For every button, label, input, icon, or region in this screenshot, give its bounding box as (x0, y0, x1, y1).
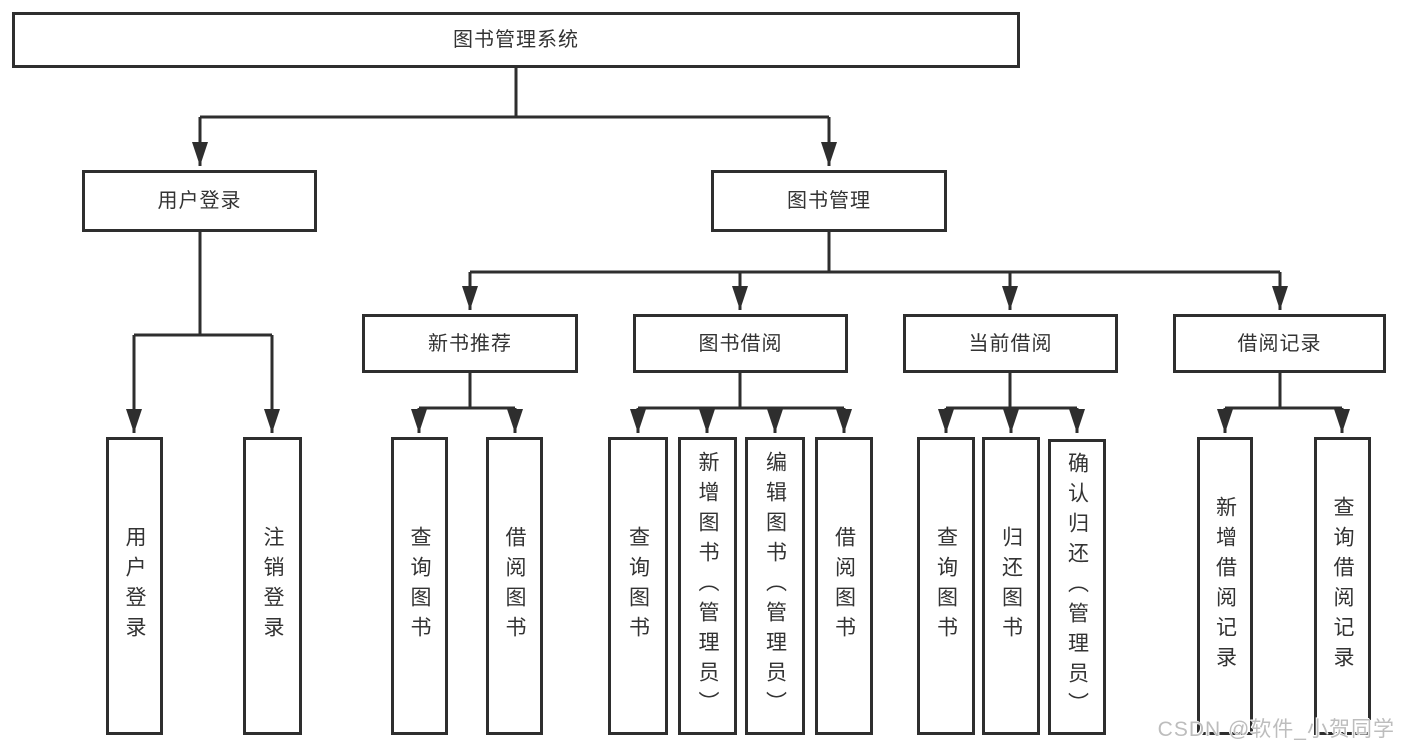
connector-book-mgmt-to-level3 (462, 232, 1288, 310)
node-leaf-add-borrow-record: 新增借阅记录 (1197, 437, 1253, 735)
node-leaf-logout: 注销登录 (243, 437, 302, 735)
connector-current-borrow-to-leaves (938, 373, 1085, 433)
connector-borrow-records-to-leaves (1217, 373, 1350, 433)
node-leaf-user-login: 用户登录 (106, 437, 163, 735)
csdn-watermark: CSDN @软件_小贺同学 (1157, 718, 1395, 741)
node-current-borrowing: 当前借阅 (903, 314, 1118, 373)
connector-book-borrow-to-leaves (630, 373, 852, 433)
node-leaf-add-book-admin: 新增图书（管理员） (678, 437, 737, 735)
node-new-book-recommendation: 新书推荐 (362, 314, 578, 373)
node-book-management: 图书管理 (711, 170, 947, 232)
connector-new-book-rec-to-leaves (411, 373, 523, 433)
node-leaf-borrow-book-rec: 借阅图书 (486, 437, 543, 735)
node-book-borrowing: 图书借阅 (633, 314, 848, 373)
connector-user-login-to-leaves (126, 232, 280, 433)
connector-root-to-level2 (192, 68, 837, 166)
node-leaf-query-book-current: 查询图书 (917, 437, 975, 735)
node-root-library-system: 图书管理系统 (12, 12, 1020, 68)
node-user-login: 用户登录 (82, 170, 317, 232)
node-leaf-borrow-book: 借阅图书 (815, 437, 873, 735)
node-leaf-edit-book-admin: 编辑图书（管理员） (745, 437, 805, 735)
node-leaf-confirm-return-admin: 确认归还（管理员） (1048, 439, 1106, 735)
node-borrowing-records: 借阅记录 (1173, 314, 1386, 373)
node-leaf-query-book-rec: 查询图书 (391, 437, 448, 735)
node-leaf-query-borrow-record: 查询借阅记录 (1314, 437, 1371, 735)
node-leaf-query-book-borrow: 查询图书 (608, 437, 668, 735)
node-leaf-return-book: 归还图书 (982, 437, 1040, 735)
